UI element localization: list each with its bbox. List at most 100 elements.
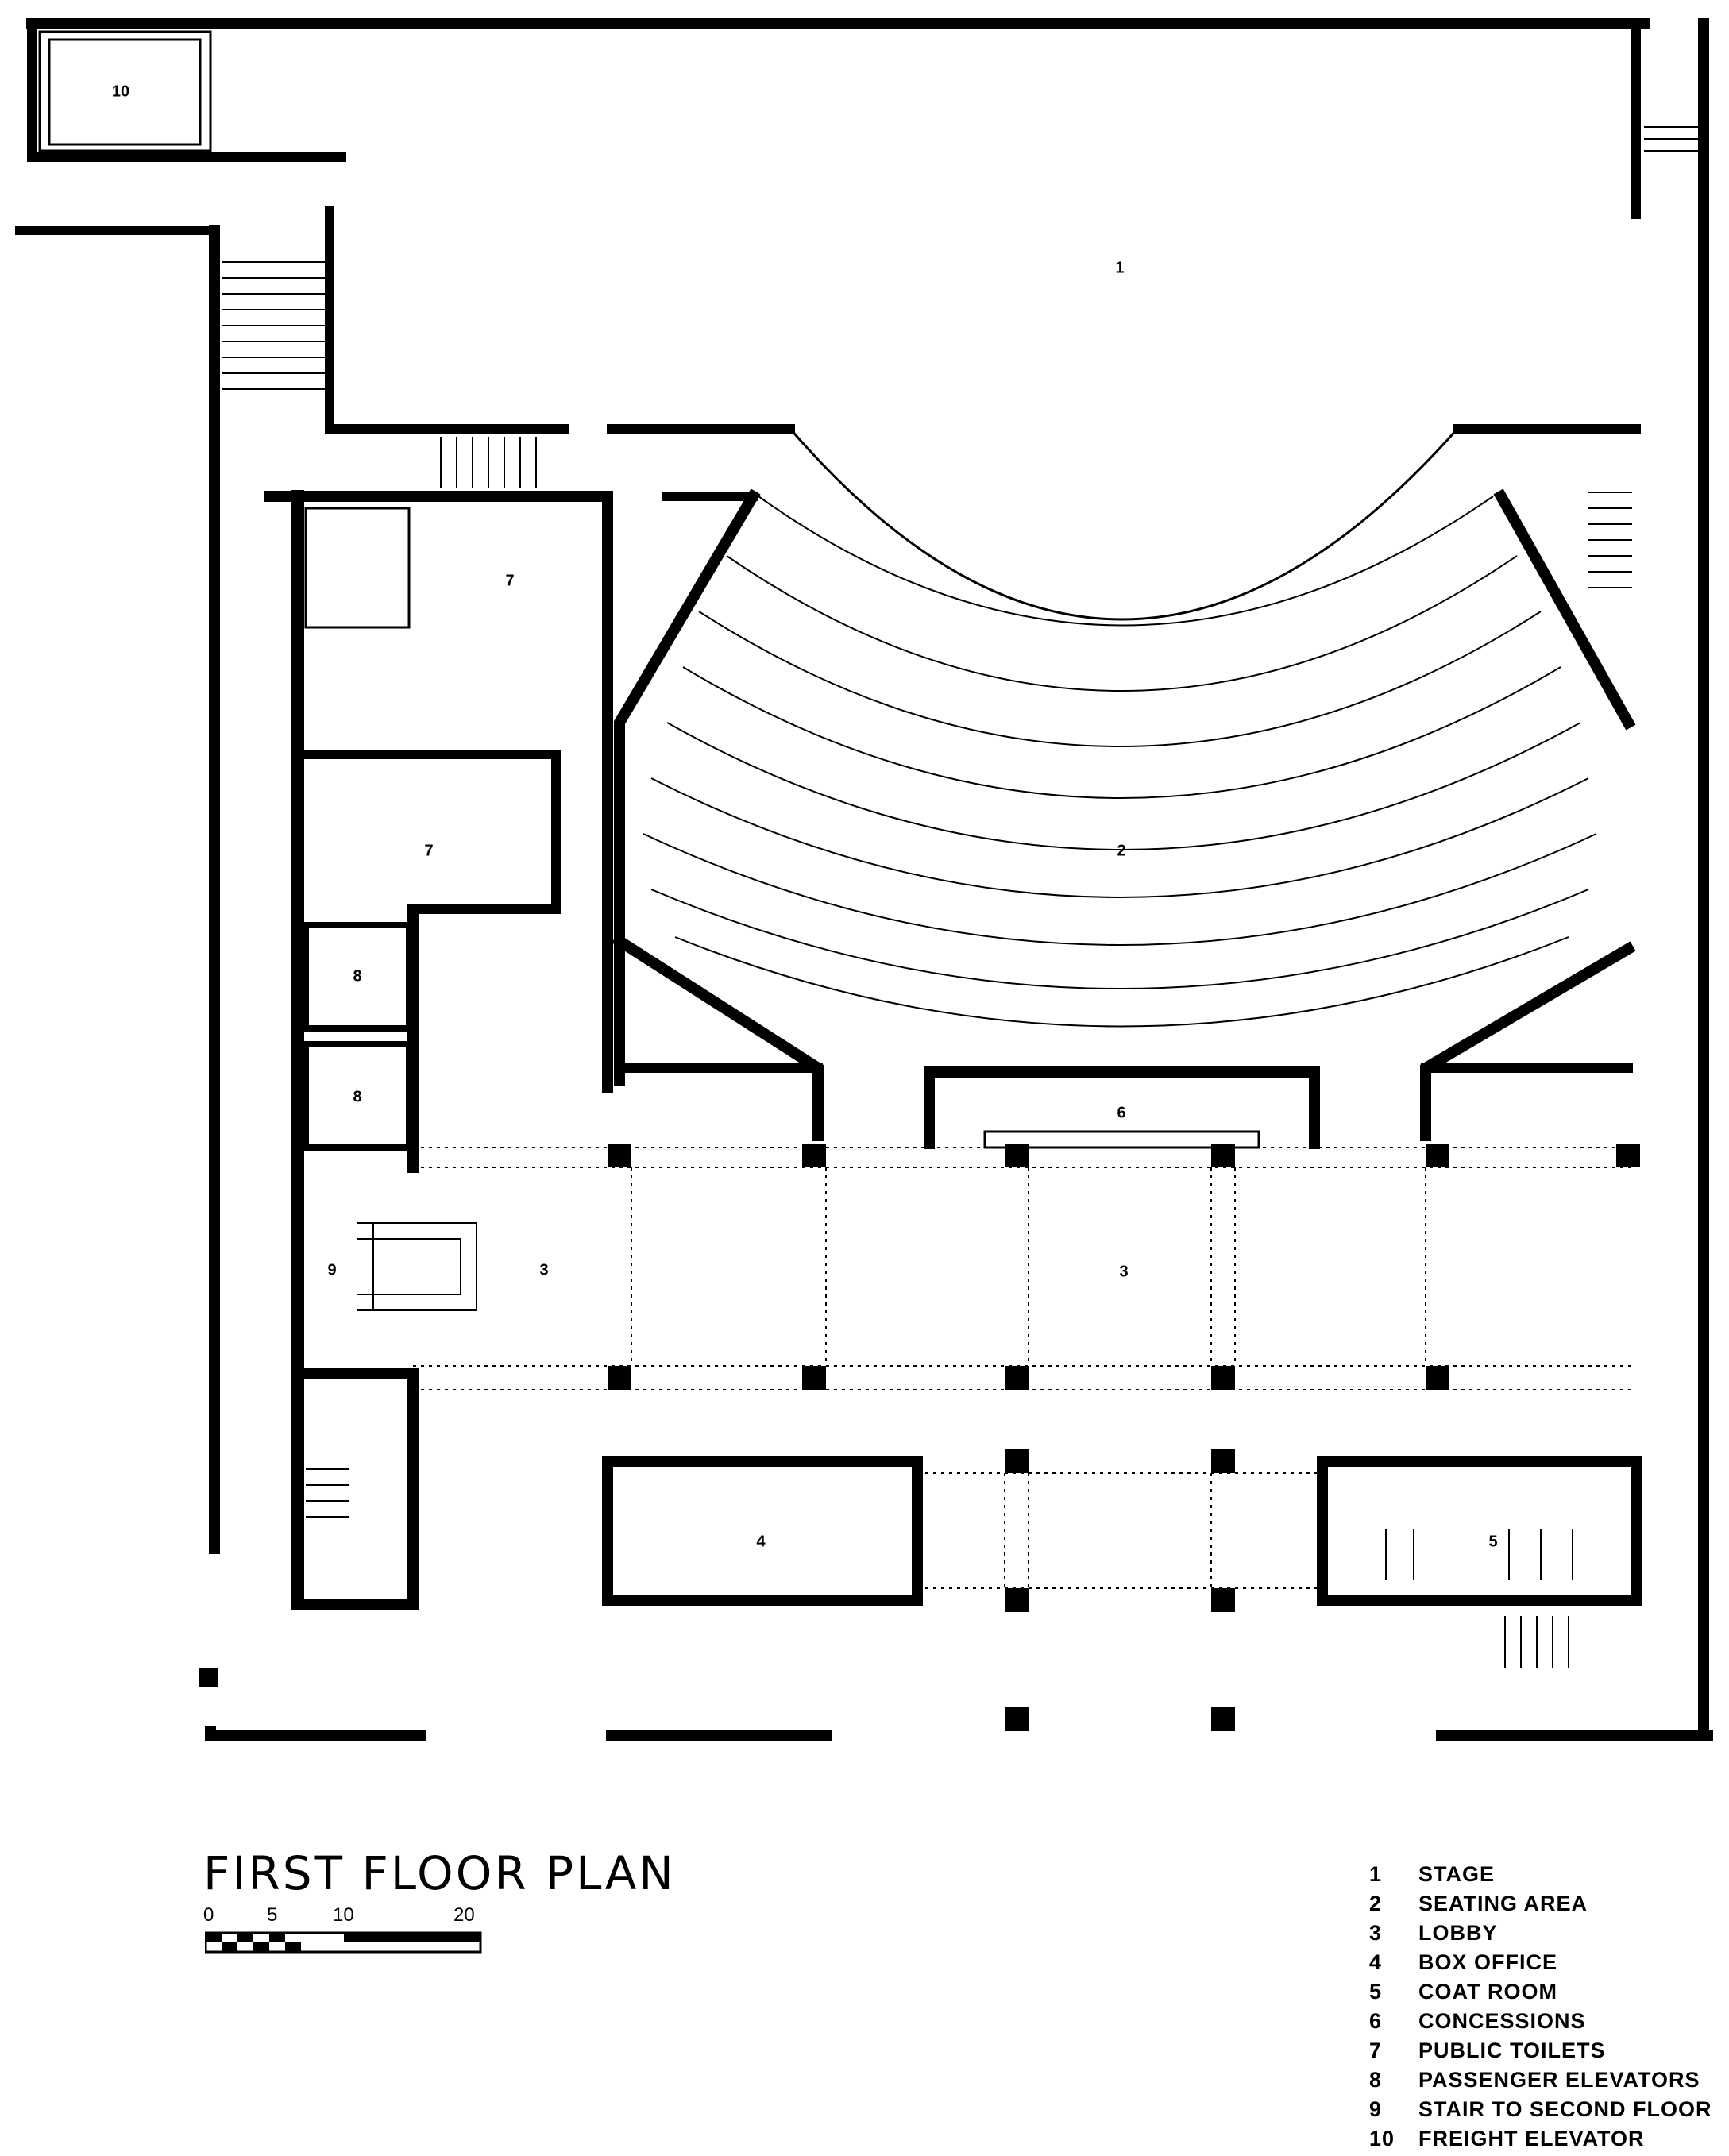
scale-label-0: 0 bbox=[203, 1904, 214, 1926]
concessions-wall bbox=[924, 1066, 1320, 1149]
elevator-8-upper bbox=[303, 922, 412, 1032]
column bbox=[802, 1144, 826, 1167]
label-stage: 1 bbox=[1115, 259, 1124, 276]
seat-row bbox=[674, 936, 1569, 1028]
label-toilets-upper: 7 bbox=[505, 572, 514, 589]
legend-item: 9 STAIR TO SECOND FLOOR bbox=[1369, 2097, 1712, 2127]
column bbox=[1005, 1707, 1029, 1731]
scale-label-20: 20 bbox=[453, 1904, 475, 1926]
toilet-wall bbox=[408, 750, 561, 914]
scale-bar-labels: 0 5 10 20 bbox=[203, 1904, 489, 1928]
stair-treads-bottom-left bbox=[306, 1468, 349, 1518]
legend-number: 2 bbox=[1369, 1892, 1383, 1915]
label-seating-area: 2 bbox=[1117, 842, 1125, 859]
concessions-counter bbox=[983, 1130, 1260, 1149]
elevator-8-lower bbox=[303, 1041, 412, 1151]
label-lobby-left: 3 bbox=[539, 1261, 548, 1279]
coat-rails bbox=[1385, 1529, 1573, 1580]
column bbox=[1426, 1366, 1449, 1390]
plan-title: FIRST FLOOR PLAN bbox=[203, 1846, 676, 1900]
seat-row bbox=[726, 555, 1518, 692]
column bbox=[1211, 1588, 1235, 1612]
column bbox=[199, 1668, 218, 1687]
label-lobby-main: 3 bbox=[1119, 1263, 1128, 1280]
seat-row bbox=[643, 833, 1597, 946]
column bbox=[608, 1366, 631, 1390]
legend-item: 10 FREIGHT ELEVATOR bbox=[1369, 2127, 1712, 2156]
legend-number: 8 bbox=[1369, 2068, 1383, 2092]
seat-row bbox=[698, 611, 1542, 747]
legend-label: PUBLIC TOILETS bbox=[1418, 2038, 1606, 2062]
legend-number: 1 bbox=[1369, 1862, 1383, 1886]
legend-label: COAT ROOM bbox=[1418, 1980, 1557, 2004]
legend-number: 6 bbox=[1369, 2009, 1383, 2033]
aud-right-diag bbox=[1493, 488, 1636, 731]
seating-rows bbox=[643, 428, 1597, 1028]
legend-item: 2 SEATING AREA bbox=[1369, 1892, 1712, 1921]
stair-treads-topright bbox=[1644, 126, 1700, 152]
room-labels: 10 1 2 7 7 8 8 9 3 3 6 4 5 bbox=[112, 83, 1498, 1550]
column bbox=[1005, 1449, 1029, 1473]
column bbox=[1005, 1588, 1029, 1612]
legend-number: 9 bbox=[1369, 2097, 1383, 2121]
box-office-wall bbox=[602, 1456, 923, 1606]
legend-item: 8 PASSENGER ELEVATORS bbox=[1369, 2068, 1712, 2097]
legend-label: FREIGHT ELEVATOR bbox=[1418, 2127, 1645, 2150]
stage-edge bbox=[789, 428, 1459, 621]
seat-row bbox=[650, 777, 1589, 898]
legend-number: 3 bbox=[1369, 1921, 1383, 1945]
label-concessions: 6 bbox=[1117, 1104, 1125, 1121]
column bbox=[1005, 1366, 1029, 1390]
legend-item: 1 STAGE bbox=[1369, 1862, 1712, 1892]
stair-treads-right bbox=[1588, 492, 1632, 588]
seat-row bbox=[666, 722, 1581, 850]
legend-number: 4 bbox=[1369, 1950, 1383, 1974]
legend-label: PASSENGER ELEVATORS bbox=[1418, 2068, 1700, 2092]
legend-label: LOBBY bbox=[1418, 1921, 1498, 1945]
legend-item: 3 LOBBY bbox=[1369, 1921, 1712, 1950]
label-freight-elevator: 10 bbox=[112, 83, 129, 100]
lobby-columns bbox=[199, 1144, 1640, 1731]
stair-treads-center bbox=[440, 437, 537, 488]
bottom-wall-left bbox=[205, 1726, 426, 1741]
scale-label-10: 10 bbox=[333, 1904, 354, 1926]
label-box-office: 4 bbox=[756, 1533, 766, 1550]
aud-left-diag bbox=[614, 488, 761, 1086]
scale-bar bbox=[205, 1931, 482, 1954]
seat-row bbox=[682, 666, 1561, 799]
label-elevator-lower: 8 bbox=[353, 1088, 361, 1105]
label-elevator-upper: 8 bbox=[353, 967, 361, 985]
legend-label: BOX OFFICE bbox=[1418, 1950, 1558, 1974]
legend-item: 4 BOX OFFICE bbox=[1369, 1950, 1712, 1980]
legend-label: SEATING AREA bbox=[1418, 1892, 1588, 1915]
walls bbox=[15, 18, 1713, 1741]
label-coat-room: 5 bbox=[1488, 1533, 1497, 1550]
legend-label: STAGE bbox=[1418, 1862, 1496, 1886]
freight-elevator-car bbox=[48, 38, 202, 146]
room-outlines bbox=[38, 30, 1260, 1151]
floor-plan: 10 1 2 7 7 8 8 9 3 3 6 4 5 bbox=[15, 18, 1713, 1741]
scale-label-5: 5 bbox=[267, 1904, 278, 1926]
column bbox=[1211, 1707, 1235, 1731]
label-toilets-lower: 7 bbox=[424, 842, 433, 859]
stair-9-flight bbox=[357, 1222, 477, 1311]
elevator-upper-shaft bbox=[304, 507, 411, 629]
label-stair: 9 bbox=[327, 1261, 336, 1279]
seat-row bbox=[758, 496, 1494, 627]
aud-left-lower bbox=[612, 933, 824, 1141]
stairs bbox=[222, 126, 1700, 1668]
legend-label: CONCESSIONS bbox=[1418, 2009, 1586, 2033]
freight-elevator-shaft bbox=[38, 30, 212, 152]
legend-number: 10 bbox=[1369, 2127, 1395, 2150]
column bbox=[1211, 1449, 1235, 1473]
seat-row bbox=[650, 889, 1589, 989]
column bbox=[1211, 1366, 1235, 1390]
legend-label: STAIR TO SECOND FLOOR bbox=[1418, 2097, 1712, 2121]
column bbox=[802, 1366, 826, 1390]
stair-treads-bottom-right bbox=[1504, 1616, 1569, 1668]
legend-number: 7 bbox=[1369, 2038, 1383, 2062]
legend-item: 7 PUBLIC TOILETS bbox=[1369, 2038, 1712, 2068]
stair-block-bottom bbox=[292, 1368, 419, 1610]
